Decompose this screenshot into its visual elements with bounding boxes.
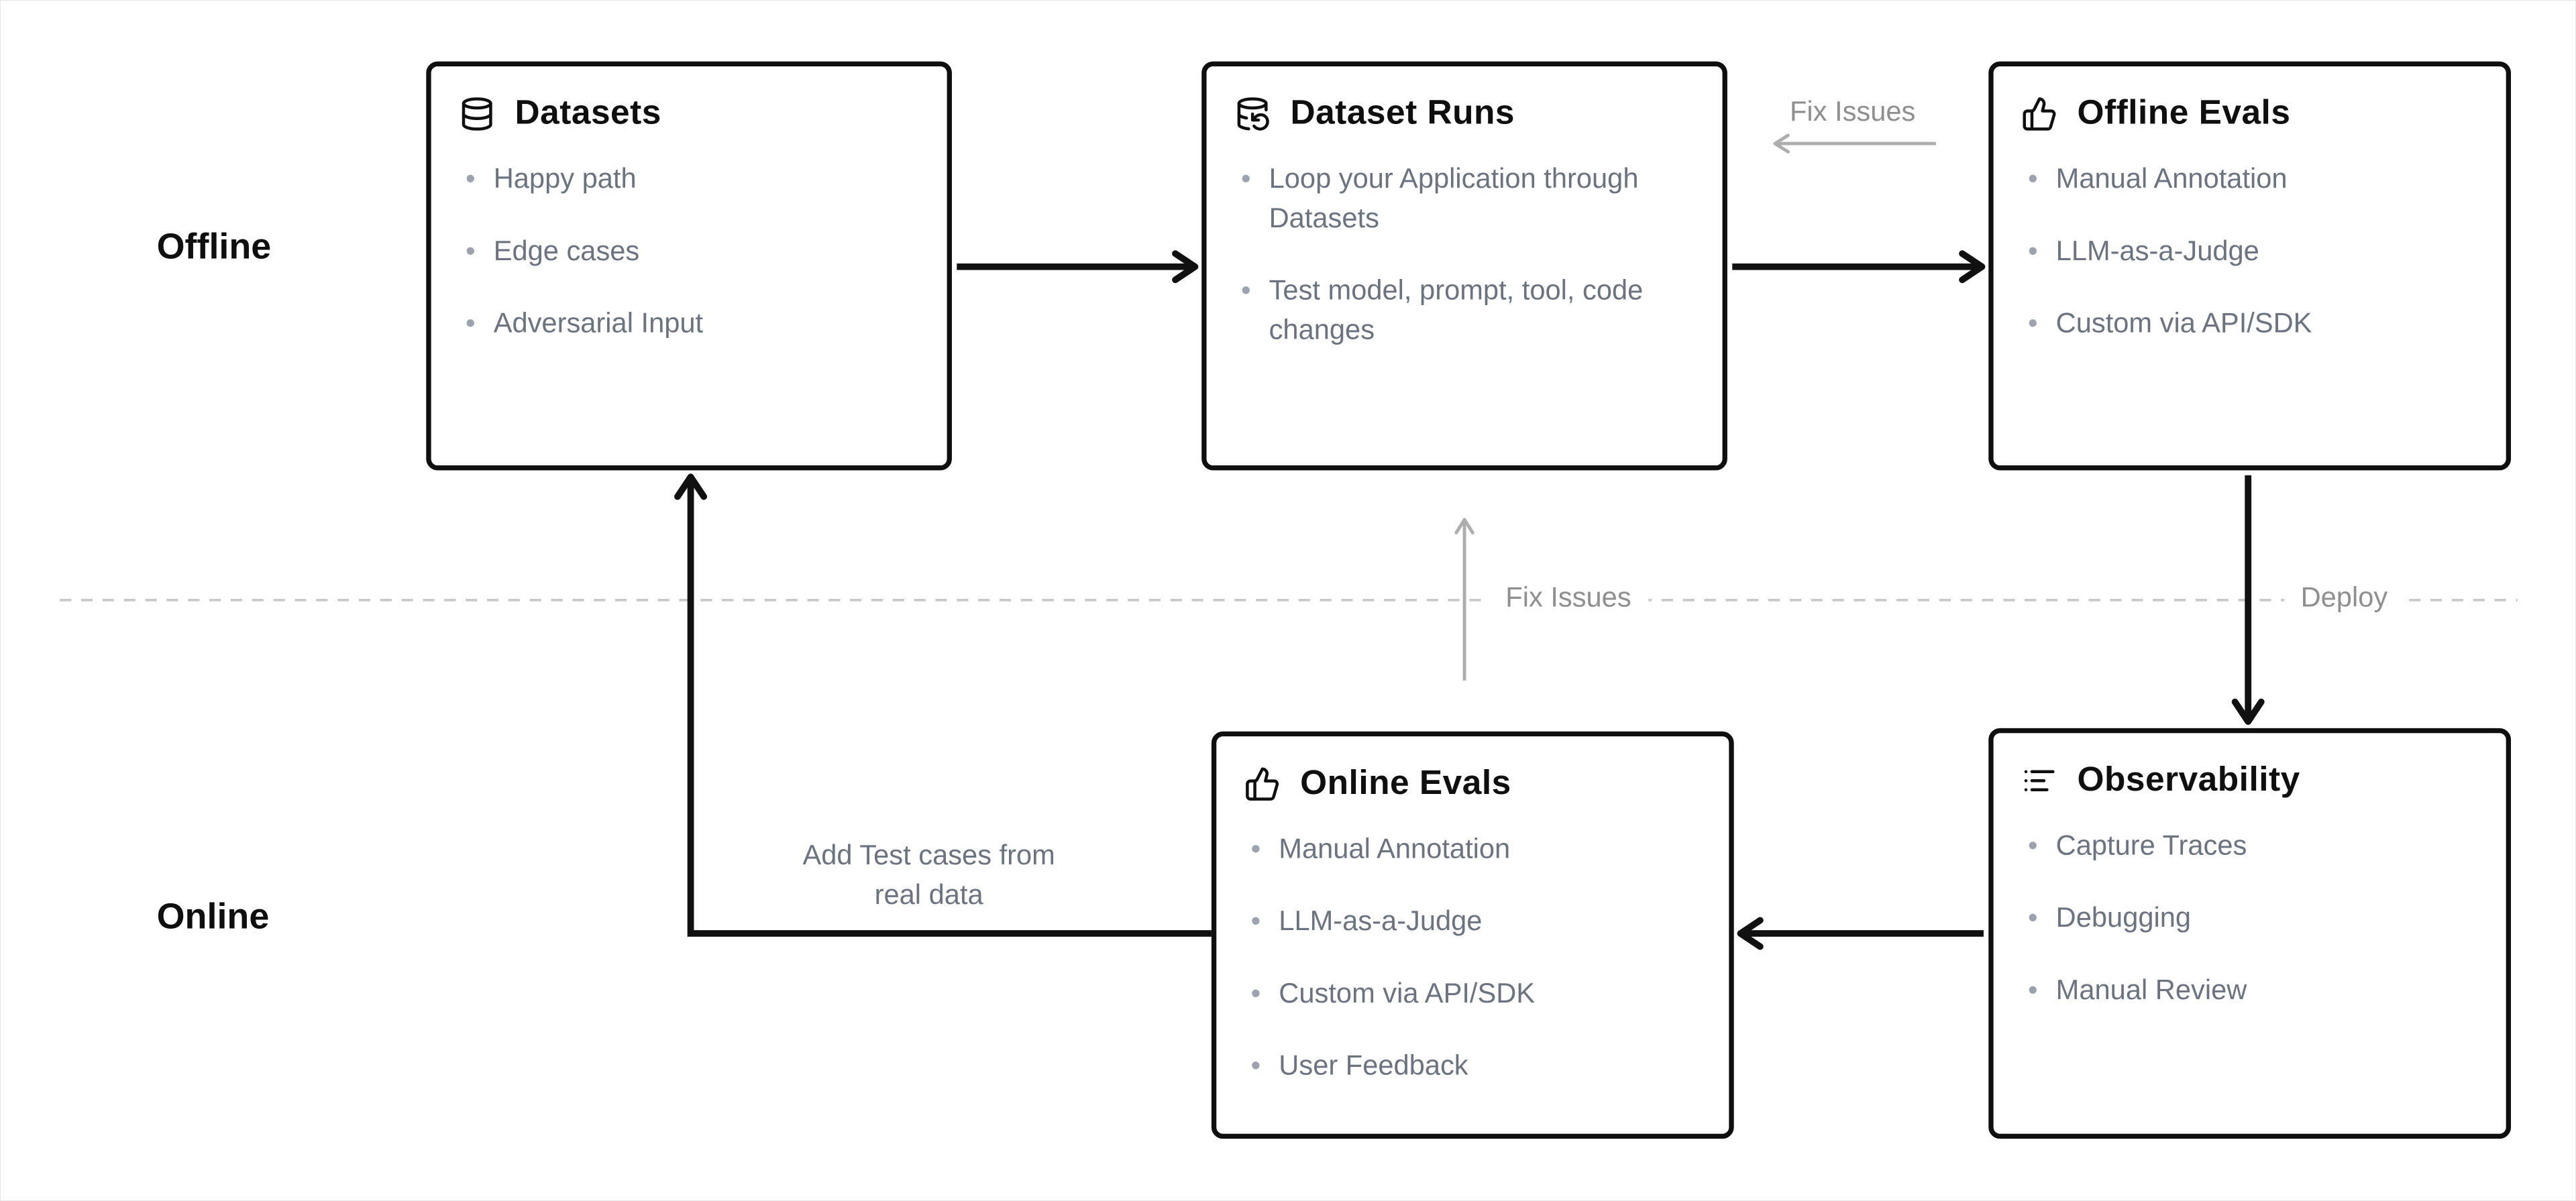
list-item: User Feedback: [1244, 1047, 1701, 1086]
online-evals-items: Manual Annotation LLM-as-a-Judge Custom …: [1244, 830, 1701, 1086]
thumbs-up-icon: [1244, 766, 1281, 802]
list-item: Debugging: [2021, 899, 2478, 939]
list-item: Adversarial Input: [459, 304, 919, 344]
thumbs-up-icon: [2021, 96, 2057, 132]
list-item: LLM-as-a-Judge: [2021, 232, 2478, 272]
box-title: Observability: [2077, 760, 2300, 799]
list-item: Custom via API/SDK: [2021, 304, 2478, 344]
list-item: LLM-as-a-Judge: [1244, 902, 1701, 941]
list-item: Manual Annotation: [2021, 160, 2478, 200]
list-item: Manual Annotation: [1244, 830, 1701, 870]
offline-evals-items: Manual Annotation LLM-as-a-Judge Custom …: [2021, 160, 2478, 344]
list-item: Loop your Application through Datasets: [1234, 160, 1695, 239]
dataset-runs-items: Loop your Application through Datasets T…: [1234, 160, 1695, 351]
offline-row-label: Offline: [156, 225, 272, 267]
database-backup-icon: [1234, 96, 1271, 132]
online-evals-box: Online Evals Manual Annotation LLM-as-a-…: [1211, 731, 1734, 1139]
list-item: Capture Traces: [2021, 827, 2478, 866]
fix-issues-middle-label: Fix Issues: [1489, 581, 1648, 615]
observability-items: Capture Traces Debugging Manual Review: [2021, 827, 2478, 1011]
box-title: Dataset Runs: [1290, 94, 1515, 132]
list-icon: [2021, 762, 2057, 799]
datasets-box: Datasets Happy path Edge cases Adversari…: [426, 61, 952, 471]
deploy-label: Deploy: [2284, 581, 2404, 615]
offline-evals-box: Offline Evals Manual Annotation LLM-as-a…: [1988, 61, 2512, 471]
add-test-cases-label: Add Test cases from real data: [802, 840, 1055, 911]
arrow-online-evals-to-datasets: [674, 473, 1212, 937]
datasets-items: Happy path Edge cases Adversarial Input: [459, 160, 919, 344]
fix-issues-top-label: Fix Issues: [1789, 96, 1916, 127]
list-item: Edge cases: [459, 232, 919, 272]
box-title: Datasets: [515, 94, 661, 132]
list-item: Manual Review: [2021, 971, 2478, 1011]
observability-box: Observability Capture Traces Debugging M…: [1988, 728, 2512, 1139]
box-title: Offline Evals: [2077, 94, 2291, 132]
list-item: Test model, prompt, tool, code changes: [1234, 272, 1695, 351]
box-title: Online Evals: [1300, 764, 1511, 803]
online-row-label: Online: [156, 895, 270, 937]
list-item: Happy path: [459, 160, 919, 200]
database-icon: [459, 96, 495, 132]
list-item: Custom via API/SDK: [1244, 974, 1701, 1014]
dataset-runs-box: Dataset Runs Loop your Application throu…: [1201, 61, 1727, 471]
